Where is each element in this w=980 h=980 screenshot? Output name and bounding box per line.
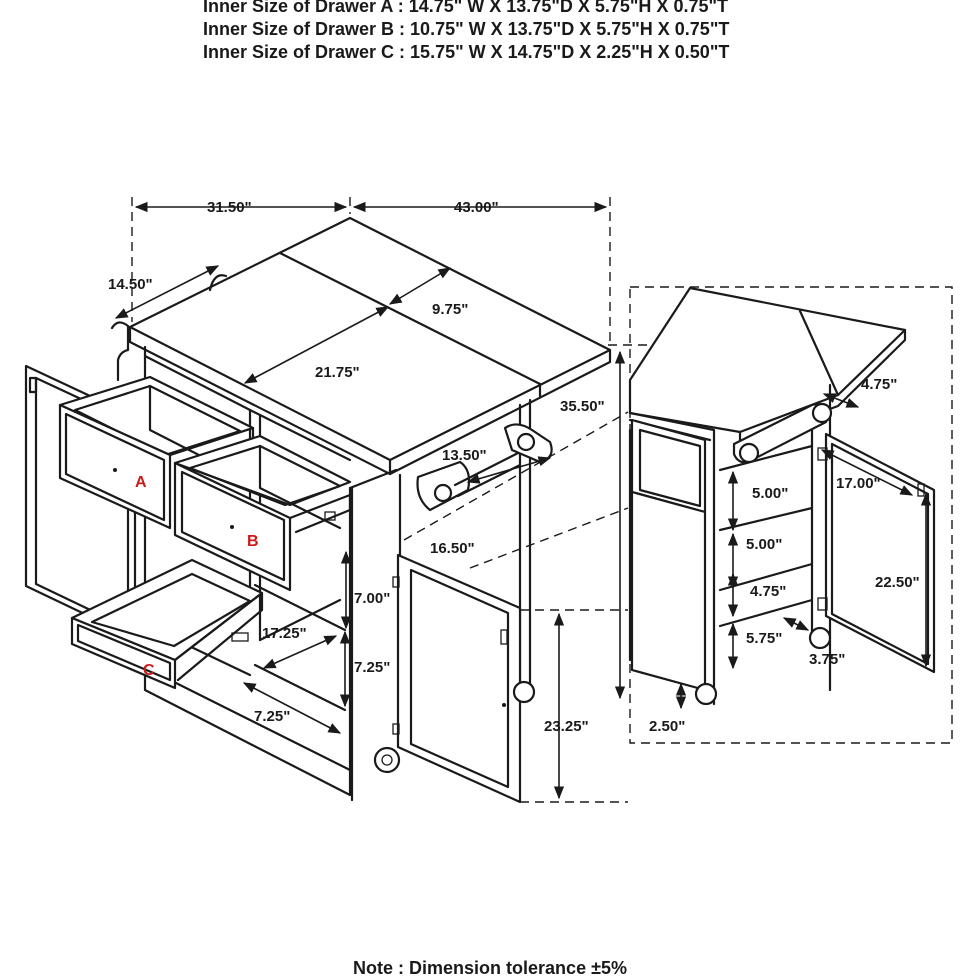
dim-depth: 14.50" — [108, 276, 153, 293]
spec-drawer-a: Inner Size of Drawer A : 14.75" W X 13.7… — [203, 0, 729, 16]
casters — [373, 680, 536, 774]
dim-open-shelf-height: 7.00" — [354, 590, 390, 607]
drawer-label-b: B — [247, 533, 259, 550]
dim-shelf-1: 5.00" — [752, 485, 788, 502]
tolerance-note: Note : Dimension tolerance ±5% — [353, 958, 627, 978]
dim-caster-height: 2.50" — [649, 718, 685, 735]
drawer-label-a: A — [135, 474, 147, 491]
spec-drawer-c: Inner Size of Drawer C : 15.75" W X 14.7… — [203, 42, 730, 62]
dim-height: 35.50" — [560, 398, 605, 415]
dim-side-door-height: 22.50" — [875, 574, 920, 591]
dim-lower-shelf-height: 7.25" — [354, 659, 390, 676]
dim-shelf-3: 4.75" — [750, 583, 786, 600]
main-cart-view: A B C — [24, 197, 668, 804]
dim-leaf-depth: 9.75" — [432, 301, 468, 318]
dim-width-open: 43.00" — [454, 199, 499, 216]
drop-leaf-seam — [278, 251, 542, 386]
spec-drawer-b: Inner Size of Drawer B : 10.75" W X 13.7… — [203, 19, 730, 39]
dim-width-closed: 31.50" — [207, 199, 252, 216]
dim-lower-shelf-depth: 7.25" — [254, 708, 290, 725]
drawer-c: C — [70, 558, 264, 690]
dim-rack-bottom: 3.75" — [809, 651, 845, 668]
right-door — [392, 553, 522, 804]
side-detail-view: 4.75" 17.00" 5.00" 5.00" 4.75" 22.50" 5.… — [628, 286, 953, 744]
dim-shelf-width: 17.25" — [262, 625, 307, 642]
drawer-label-c: C — [143, 662, 155, 679]
dim-cabinet-width: 16.50" — [430, 540, 475, 557]
dim-shelf-4: 5.75" — [746, 630, 782, 647]
dim-door-height: 23.25" — [544, 718, 589, 735]
drawer-b: B — [173, 434, 352, 592]
drawer-a: A — [58, 375, 255, 530]
kitchen-cart-diagram: A B C — [24, 197, 953, 804]
dim-rack-depth: 4.75" — [861, 376, 897, 393]
dim-shelf-2: 5.00" — [746, 536, 782, 553]
dim-top-depth: 21.75" — [315, 364, 360, 381]
dim-towel-bar: 13.50" — [442, 447, 487, 464]
dim-door-width: 17.00" — [836, 475, 881, 492]
